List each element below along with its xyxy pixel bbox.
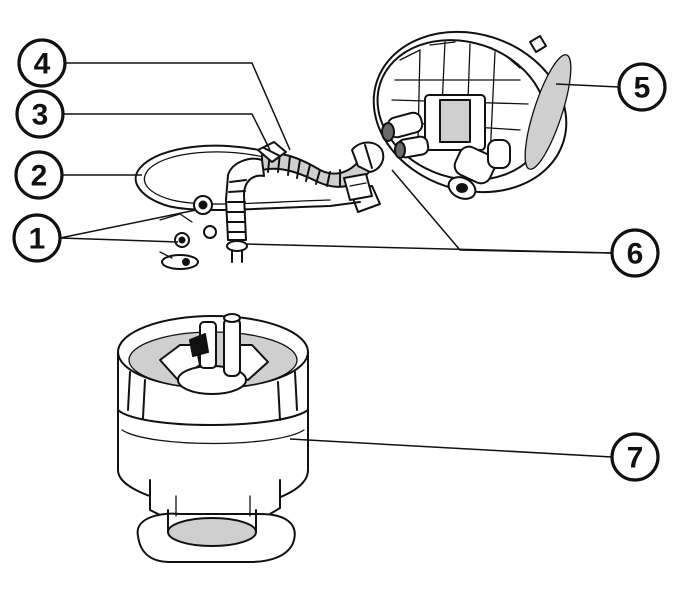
callout-5: 5 <box>617 62 667 112</box>
callout-2: 2 <box>14 150 64 200</box>
part-6-connector <box>343 173 373 201</box>
callout-6: 6 <box>610 228 660 278</box>
part-1-terminal-nuts <box>159 195 217 270</box>
part-5-housing-cover <box>372 30 572 200</box>
leader-1b <box>59 237 179 243</box>
callout-1-label: 1 <box>29 223 46 256</box>
callout-1: 1 <box>12 213 62 263</box>
callout-3-label: 3 <box>32 99 49 132</box>
callout-7-label: 7 <box>627 442 644 475</box>
callout-7: 7 <box>610 432 660 482</box>
part-3-clamp <box>257 141 287 163</box>
callout-3: 3 <box>15 89 65 139</box>
leader-6b <box>245 243 613 254</box>
callout-2-label: 2 <box>31 160 48 193</box>
leader-5 <box>555 83 620 88</box>
leader-4 <box>66 62 291 151</box>
callout-4-label: 4 <box>34 48 51 81</box>
leader-7 <box>289 438 613 458</box>
callout-4: 4 <box>17 38 67 88</box>
callout-5-label: 5 <box>634 72 651 105</box>
leader-3 <box>63 113 271 151</box>
part-7-pump-assembly <box>117 313 309 563</box>
leader-lines <box>59 62 620 458</box>
callout-6-label: 6 <box>627 238 644 271</box>
leader-1a <box>59 209 197 239</box>
